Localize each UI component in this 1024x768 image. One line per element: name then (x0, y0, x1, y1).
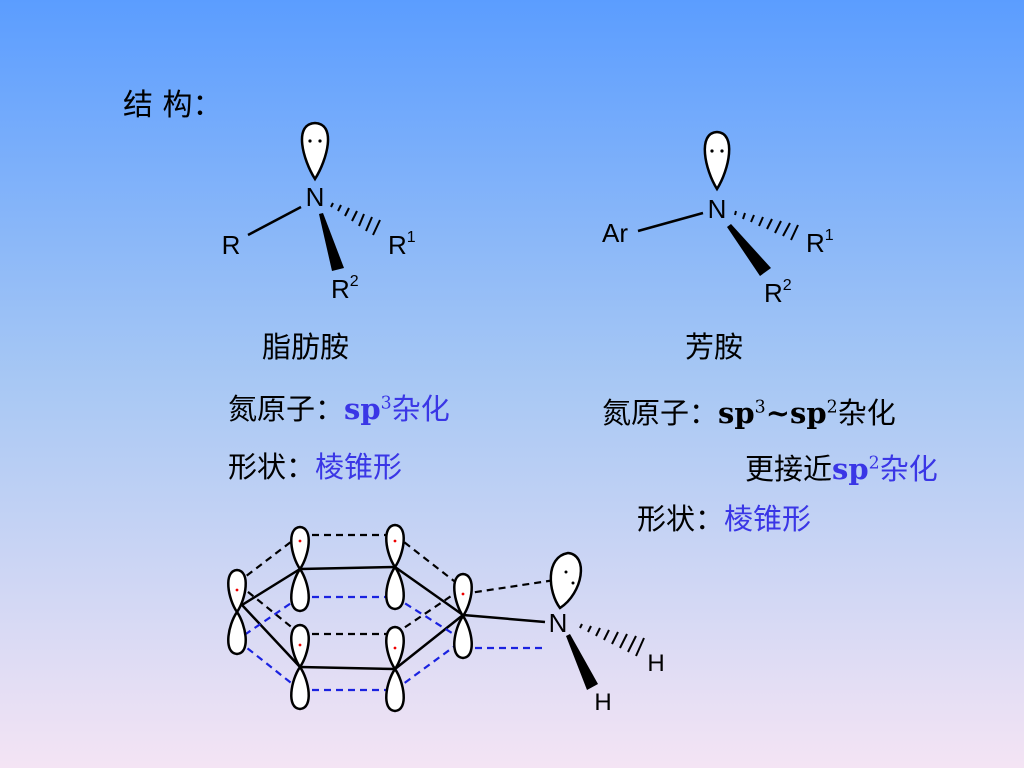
nitrogen-lone-pair-orbital (549, 551, 583, 610)
r2-label: R2 (764, 277, 792, 308)
top-lobe-overlap (236, 533, 556, 636)
wedge-bond-h2 (566, 634, 598, 690)
wedge-bond-r2 (319, 213, 344, 271)
lone-pair-orbital (300, 121, 330, 182)
hashed-bond-r1 (330, 202, 381, 236)
hydrogen-label-1: H (647, 650, 664, 677)
nitrogen-label: N (306, 182, 325, 212)
r2-label: R2 (331, 273, 359, 304)
hydrogen-label-2: H (594, 689, 611, 716)
bottom-lobe-overlap (236, 595, 545, 692)
page-heading: 结 构： (123, 88, 223, 123)
hashed-bond-r1 (734, 210, 799, 241)
aniline-nitrogen-label: N (549, 608, 568, 638)
aromatic-closer-note: 更接近sp2杂化 (745, 452, 938, 486)
lone-pair-orbital (703, 130, 731, 192)
aromatic-hybridization: 氮原子：sp3~sp2杂化 (602, 396, 896, 430)
aliphatic-hybridization: 氮原子：sp3杂化 (228, 392, 450, 426)
wedge-bond-r2 (727, 224, 771, 276)
nitrogen-label: N (708, 194, 727, 224)
aromatic-shape: 形状：棱锥形 (637, 502, 812, 536)
r-label: R (222, 230, 241, 260)
aliphatic-amine-name: 脂肪胺 (262, 330, 350, 364)
hashed-bond-h1 (579, 623, 645, 657)
bond-r (247, 205, 302, 237)
electron-dots (235, 539, 465, 650)
p-orbitals (227, 523, 583, 713)
r1-label: R1 (806, 227, 834, 258)
bond-ar (637, 211, 704, 233)
r1-label: R1 (388, 229, 416, 260)
ar-label: Ar (602, 218, 628, 248)
aliphatic-shape: 形状：棱锥形 (228, 450, 403, 484)
aromatic-amine-name: 芳胺 (685, 330, 744, 364)
